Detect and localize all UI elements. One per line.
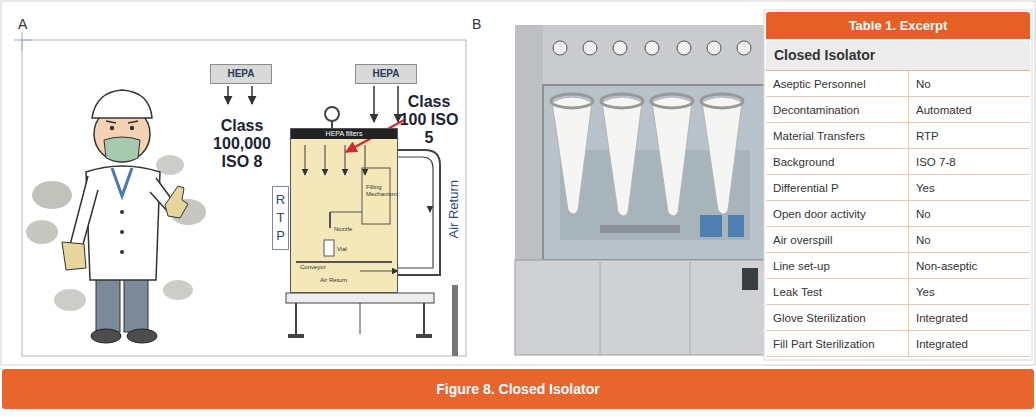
table-cell: Open door activity — [766, 201, 909, 227]
part-label: Air Return — [320, 277, 360, 284]
table-cell: No — [909, 71, 1030, 97]
airflow-arrows — [228, 86, 398, 122]
corner-mark — [22, 32, 23, 50]
part-label: Conveyor — [300, 264, 340, 271]
part-label: Vial — [337, 246, 361, 253]
figure-frame — [1, 1, 1035, 365]
table-cell: Integrated — [909, 305, 1030, 331]
class-label: Class 100 ISO 5 — [398, 93, 460, 147]
table-cell: Decontamination — [766, 97, 909, 123]
table-cell: Non-aseptic — [909, 253, 1030, 279]
room-outline — [22, 40, 466, 356]
node-text: Table 1. Excerpt — [849, 18, 948, 33]
panel-letter: A — [18, 16, 38, 32]
table-header: Table 1. Excerpt — [766, 12, 1030, 39]
table-cell: Background — [766, 149, 909, 175]
hepa-box: HEPA — [355, 64, 417, 84]
air-return-label: Air Return — [446, 180, 464, 239]
isolator-photo — [515, 25, 765, 355]
table-cell: No — [909, 201, 1030, 227]
table-cell: Differential P — [766, 175, 909, 201]
table-cell: Leak Test — [766, 279, 909, 305]
table-cell: ISO 7-8 — [909, 149, 1030, 175]
node-text: HEPA — [372, 68, 399, 79]
hepa-box: HEPA — [210, 64, 272, 84]
table-cell: Integrated — [909, 331, 1030, 357]
rtp-port-label: RTP — [272, 186, 289, 250]
table-cell: Air overspill — [766, 227, 909, 253]
table-cell: Line set-up — [766, 253, 909, 279]
table-cell: No — [909, 227, 1030, 253]
table-cell: Glove Sterilization — [766, 305, 909, 331]
table-section-row: Closed Isolator — [766, 41, 1030, 71]
part-label: Nozzle — [334, 226, 362, 233]
operator-cartoon — [26, 90, 206, 343]
caption-band: Figure 8. Closed Isolator — [2, 369, 1034, 409]
table-cell: RTP — [909, 123, 1030, 149]
corner-mark — [14, 40, 32, 41]
table-cell: Yes — [909, 175, 1030, 201]
node-text: HEPA — [227, 68, 254, 79]
table-frame — [764, 10, 1032, 360]
table-cell: Yes — [909, 279, 1030, 305]
table-cell: Material Transfers — [766, 123, 909, 149]
class-label: Class 100,000 ISO 8 — [198, 117, 286, 171]
panel-letter: B — [472, 16, 492, 32]
node-text: Closed Isolator — [774, 47, 875, 63]
table-cell: Automated — [909, 97, 1030, 123]
table-cell: Aseptic Personnel — [766, 71, 909, 97]
part-label: Filling Mechanism — [366, 184, 390, 198]
node-text: HEPA filters — [291, 129, 397, 139]
table-cell: Fill Part Sterilization — [766, 331, 909, 357]
